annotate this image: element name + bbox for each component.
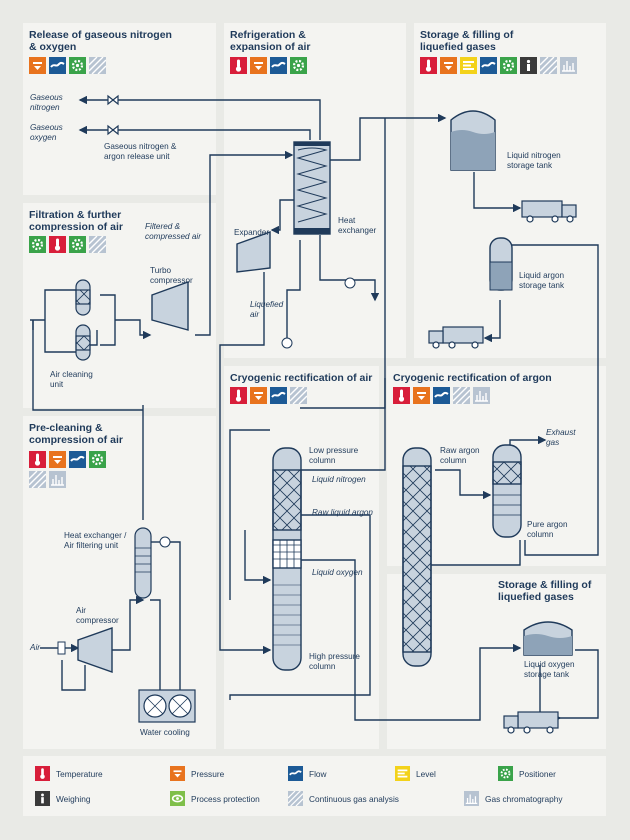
flow-meter-2 [281,337,293,349]
legend-flow-label: Flow [309,768,327,779]
label-exhaust-gas: Exhaust gas [546,428,576,447]
label-gaseous-nitrogen: Gaseous nitrogen [30,93,63,112]
label-high-pressure-column: High pressure column [309,652,360,671]
label-heat-exchanger: Heat exchanger [338,216,377,235]
legend-weighing-label: Weighing [56,793,91,804]
legend-positioner-label: Positioner [519,768,556,779]
label-air-cleaning-unit: Air cleaning unit [50,370,93,389]
label-liquefied-air: Liquefied air [250,300,284,319]
label-raw-argon-column: Raw argon column [440,446,480,465]
label-gaseous-oxygen: Gaseous oxygen [30,123,63,142]
label-air: Air [30,643,41,652]
title-storage-top: Storage & filling of liquefied gases [420,29,514,53]
label-turbo-compressor: Turbo compressor [150,266,193,285]
label-release-unit: Gaseous nitrogen & argon release unit [104,142,177,161]
liquid-oxygen-tank-shape [523,621,573,656]
legend-level-label: Level [416,768,436,779]
title-refrigeration: Refrigeration & expansion of air [230,29,311,53]
legend-positioner: Positioner [498,766,556,781]
label-filtered-air: Filtered & compressed air [145,222,201,241]
weighing-icon [35,791,50,806]
truck-top [521,200,577,223]
legend-gas-chromatography: Gas chromatography [464,791,562,806]
flow-meter-1 [344,277,356,289]
expander-shape [236,231,271,273]
gas-analysis-icon [288,791,303,806]
oxygen-release-line [78,125,311,140]
label-air-compressor: Air compressor [76,606,119,625]
pure-argon-column [492,444,522,538]
legend-pressure: Pressure [170,766,224,781]
air-compressor-shape [77,627,113,673]
air-cleaning-vessels [75,279,91,361]
legend-pressure-label: Pressure [191,768,225,779]
legend-weighing: Weighing [35,791,90,806]
temperature-icon [35,766,50,781]
filtered-air-line [195,150,294,336]
raw-argon-column [402,447,432,667]
title-precleaning: Pre-cleaning & compression of air [29,422,123,446]
label-raw-liquid-argon: Raw liquid argon [312,508,373,517]
legend-process-protection: Process protection [170,791,260,806]
label-liquid-oxygen: Liquid oxygen [312,568,363,577]
legend-level: Level [395,766,436,781]
hx-air-filter-shape [134,527,152,599]
legend-temperature-label: Temperature [56,768,103,779]
title-cryo-air: Cryogenic rectification of air [230,372,373,384]
liquid-argon-tank-shape [489,237,513,291]
truck-argon [428,326,484,349]
cryo-air-column [272,447,302,671]
label-expander: Expander [234,228,270,237]
water-cooling-shape [138,689,196,723]
label-liquid-oxygen-tank: Liquid oxygen storage tank [524,660,575,679]
legend-gas-analysis: Continuous gas analysis [288,791,399,806]
title-filtration: Filtration & further compression of air [29,209,123,233]
valves [107,94,119,136]
process-protection-icon [170,791,185,806]
main-heat-exchanger [293,141,331,235]
flow-icon [288,766,303,781]
label-liquid-nitrogen-tank: Liquid nitrogen storage tank [507,151,561,170]
title-storage-bottom: Storage & filling of liquefied gases [498,579,592,603]
label-hx-air-filter: Heat exchanger / Air filtering unit [64,531,127,550]
legend-process-protection-label: Process protection [191,793,260,804]
label-liquid-nitrogen: Liquid nitrogen [312,475,366,484]
label-liquid-argon-tank: Liquid argon storage tank [519,271,565,290]
panel-release [23,23,216,195]
title-cryo-argon: Cryogenic rectification of argon [393,372,552,384]
legend-gas-chromatography-label: Gas chromatography [485,793,563,804]
legend: Temperature Pressure Flow Level Position… [23,756,606,816]
gas-chromatography-icon [464,791,479,806]
legend-temperature: Temperature [35,766,103,781]
label-low-pressure-column: Low pressure column [309,446,359,465]
legend-gas-analysis-label: Continuous gas analysis [309,793,399,804]
title-release: Release of gaseous nitrogen & oxygen [29,29,172,53]
level-icon [395,766,410,781]
legend-flow: Flow [288,766,327,781]
turbo-compressor-shape [151,281,189,331]
liquid-nitrogen-tank-shape [450,110,496,171]
positioner-icon [498,766,513,781]
flow-meter-3 [159,536,171,548]
air-filter-box [57,641,66,655]
label-pure-argon-column: Pure argon column [527,520,568,539]
label-water-cooling: Water cooling [140,728,190,737]
truck-oxygen [503,711,559,734]
nitrogen-release-line [78,95,321,140]
panel-storage-top [414,23,606,358]
pressure-icon [170,766,185,781]
